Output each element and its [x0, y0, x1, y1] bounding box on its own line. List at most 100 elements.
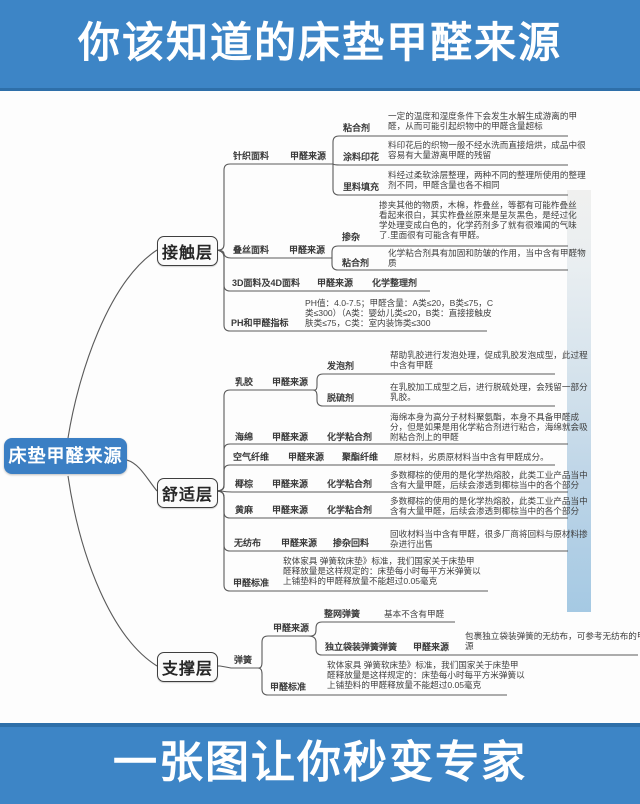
- node-desc-b6c1-line: 回收材料当中含有甲醛，很多厂商将回料与原材料掺: [390, 529, 588, 539]
- header-title: 你该知道的床垫甲醛来源: [77, 19, 562, 66]
- node-desc-b2c1-line: 海绵本身为高分子材料聚氨酯，本身不具备甲醛成: [390, 412, 580, 422]
- node-label-a3c1: 化学整理剂: [372, 278, 418, 288]
- node-label-a1c3: 里料填充: [343, 182, 380, 192]
- node-tag-a2: 甲醛来源: [289, 245, 326, 255]
- link-c1-tag: [258, 635, 308, 669]
- footer-title: 一张图让你秒变专家: [113, 738, 527, 787]
- link-root-contact: [67, 249, 158, 439]
- node-desc-a2c1: 掺夹其他的物质，木棉，柞叠丝，等都有可能柞叠丝看起来很白，其实柞叠丝原来是呈灰黑…: [379, 200, 577, 240]
- link-c1tag-c1c1: [308, 621, 455, 637]
- branch-node-comfort: 舒适层: [157, 478, 218, 508]
- node-desc-b3c1-line: 原材料，劣质原材料当中含有甲醛成分。: [394, 452, 549, 462]
- node-desc-b2c1: 海绵本身为高分子材料聚氨酯，本身不具备甲醛成分，但是如果是用化学粘合剂进行粘合，…: [390, 412, 588, 442]
- node-desc-b4c1-line: 含有大量甲醛，后续会渗透到椰棕当中的各个部分: [390, 480, 580, 490]
- node-label-c1c1: 整网弹簧: [324, 609, 361, 619]
- node-desc-a1c2-line: 料印花后的织物一般不经水洗而直接焙烘，成品中很: [388, 140, 586, 150]
- node-desc-c1c2-line: 源: [465, 641, 474, 651]
- branch-node-contact: 接触层: [157, 236, 218, 266]
- node-desc-b5c1: 多数椰棕的使用的是化学热熔胶，此类工业产品当中含有大量甲醛，后续会渗透到椰棕当中…: [390, 496, 588, 516]
- link-root-support: [67, 475, 158, 667]
- node-desc-b4c1: 多数椰棕的使用的是化学热熔胶，此类工业产品当中含有大量甲醛，后续会渗透到椰棕当中…: [390, 470, 588, 490]
- node-label-b3c1: 聚酯纤维: [342, 452, 379, 462]
- node-desc-b1c1-line: 中含有甲醛: [390, 360, 433, 370]
- node-desc-b1c2-line: 在乳胶加工成型之后，进行脱硫处理，会残留一部分: [390, 382, 588, 392]
- node-desc-a4-line: 肤类≤75，C类：室内装饰类≤300: [305, 318, 431, 328]
- node-label-c1c2: 独立袋装弹簧弹簧: [325, 642, 398, 652]
- node-label-a4: PH和甲醛指标: [231, 318, 289, 328]
- node-desc-c1c1: 基本不含有甲醛: [384, 609, 444, 619]
- node-label-a2c2: 粘合剂: [342, 258, 370, 268]
- node-label-b5c1: 化学粘合剂: [327, 505, 373, 515]
- node-desc-b7-line: 软体家具 弹簧软床垫》标准，我们国家关于床垫甲: [283, 556, 475, 566]
- node-label-a1: 针织面料: [233, 151, 270, 161]
- decorative-gradient-bar: [567, 190, 591, 612]
- node-label-b5: 黄麻: [235, 505, 254, 515]
- node-label-c1: 弹簧: [234, 655, 253, 665]
- link-contact-a1: [216, 163, 333, 251]
- node-desc-c1c2-line: 包裹独立袋装弹簧的无纺布，可参考无纺布的甲醛来: [465, 631, 640, 641]
- node-label-a1c2: 涂料印花: [343, 152, 380, 162]
- node-label-b3: 空气纤维: [233, 452, 270, 462]
- node-desc-a4-line: 类≤300）（A类：婴幼儿类≤20，B类：直接接触皮: [305, 308, 492, 318]
- footer-banner: 一张图让你秒变专家: [0, 723, 640, 804]
- node-desc-a1c2: 料印花后的织物一般不经水洗而直接焙烘，成品中很容易有大量游离甲醛的残留: [388, 140, 586, 160]
- link-root-comfort: [126, 459, 158, 492]
- node-desc-b4c1-line: 多数椰棕的使用的是化学热熔胶，此类工业产品当中: [390, 470, 588, 480]
- node-tag-b1: 甲醛来源: [272, 377, 309, 387]
- node-tag-b2: 甲醛来源: [272, 432, 309, 442]
- node-tag-a1: 甲醛来源: [290, 151, 327, 161]
- node-label-a2: 叠丝面料: [233, 245, 270, 255]
- node-desc-a2c2: 化学粘合剂具有加固和防皱的作用，当中含有甲醛物质: [388, 248, 586, 268]
- node-desc-c1c1-line: 基本不含有甲醛: [384, 609, 445, 619]
- node-desc-b1c1-line: 帮助乳胶进行发泡处理，促成乳胶发泡成型，此过程: [390, 350, 588, 360]
- node-desc-b1c2: 在乳胶加工成型之后，进行脱硫处理，会残留一部分乳胶。: [390, 382, 588, 402]
- node-label-a2c1: 掺杂: [342, 232, 361, 242]
- node-desc-a2c1-line: 了.里面很有可能含有甲醛。: [379, 230, 485, 240]
- link-support-c1: [216, 665, 258, 669]
- node-desc-b5c1-line: 多数椰棕的使用的是化学热熔胶，此类工业产品当中: [390, 496, 588, 506]
- node-desc-c2-line: 软体家具 弹簧软床垫》标准，我们国家关于床垫甲: [327, 660, 519, 670]
- node-desc-a2c1-line: 看起来很白，其实柞叠丝原来是呈灰黑色，是经过化: [379, 210, 577, 220]
- node-desc-c2-line: 上铺垫料的甲醛释放量不能超过0.05毫克: [327, 680, 482, 690]
- node-label-b1c1: 发泡剂: [327, 361, 355, 371]
- node-label-b4: 椰棕: [235, 479, 254, 489]
- node-label-b2: 海绵: [235, 432, 254, 442]
- node-desc-b6c1-line: 杂进行出售: [390, 539, 433, 549]
- node-desc-b1c2-line: 乳胶。: [390, 392, 416, 402]
- node-label-a3: 3D面料及4D面料: [232, 278, 301, 288]
- node-desc-c2: 软体家具 弹簧软床垫》标准，我们国家关于床垫甲醛释放量是这样规定的：床垫每小时每…: [327, 660, 525, 690]
- link-a1-a1c2: [332, 163, 568, 166]
- node-tag-b4: 甲醛来源: [272, 479, 309, 489]
- node-tag-b6: 甲醛来源: [281, 538, 318, 548]
- node-desc-a1c1: 一定的温度和湿度条件下会发生水解生成游离的甲醛，从而可能引起织物中的甲醛含量超标: [388, 111, 577, 131]
- node-tag-a3: 甲醛来源: [317, 278, 354, 288]
- root-node: 床垫甲醛来源: [4, 438, 127, 474]
- node-desc-b2c1-line: 附粘合剂上的甲醛: [390, 432, 459, 442]
- node-desc-a2c1-line: 学处理变成白色的，化学药剂多了就有很难闻的气味: [379, 220, 577, 230]
- node-desc-a2c2-line: 质: [388, 258, 397, 268]
- node-desc-a1c3: 料经过柔软涂层整理，两种不同的整理所使用的整理剂不同，甲醛含量也各不相同: [388, 170, 586, 190]
- node-desc-a2c1-line: 掺夹其他的物质，木棉，柞叠丝，等都有可能柞叠丝: [379, 200, 577, 210]
- node-desc-a1c2-line: 容易有大量游离甲醛的残留: [388, 150, 492, 160]
- node-desc-b7-line: 上铺垫料的甲醛释放量不能超过0.05毫克: [283, 576, 438, 586]
- node-tag-b5: 甲醛来源: [272, 505, 309, 515]
- node-desc-b6c1: 回收材料当中含有甲醛，很多厂商将回料与原材料掺杂进行出售: [390, 529, 588, 549]
- node-tag-c1c2: 甲醛来源: [413, 642, 450, 652]
- node-desc-b5c1-line: 含有大量甲醛，后续会渗透到椰棕当中的各个部分: [390, 506, 580, 516]
- node-label-b6c1: 掺杂回料: [333, 538, 370, 548]
- node-desc-a2c2-line: 化学粘合剂具有加固和防皱的作用，当中含有甲醛物: [388, 248, 586, 258]
- node-tag-c1: 甲醛来源: [273, 623, 310, 633]
- branch-node-support: 支撑层: [157, 652, 218, 682]
- node-desc-a1c1-line: 一定的温度和湿度条件下会发生水解生成游离的甲: [388, 111, 578, 121]
- node-desc-a1c3-line: 剂不同，甲醛含量也各不相同: [388, 180, 500, 190]
- node-label-c2: 甲醛标准: [270, 682, 307, 692]
- node-desc-b1c1: 帮助乳胶进行发泡处理，促成乳胶发泡成型，此过程中含有甲醛: [390, 350, 588, 370]
- header-banner: 你该知道的床垫甲醛来源: [0, 0, 640, 91]
- node-desc-a1c1-line: 醛，从而可能引起织物中的甲醛含量超标: [388, 121, 543, 131]
- node-label-b1c2: 脱硫剂: [327, 393, 355, 403]
- node-label-b2c1: 化学粘合剂: [327, 432, 373, 442]
- node-desc-c1c2: 包裹独立袋装弹簧的无纺布，可参考无纺布的甲醛来源: [465, 631, 640, 651]
- node-desc-b7-line: 醛释放量是这样规定的：床垫每小时每平方米弹簧以: [283, 566, 481, 576]
